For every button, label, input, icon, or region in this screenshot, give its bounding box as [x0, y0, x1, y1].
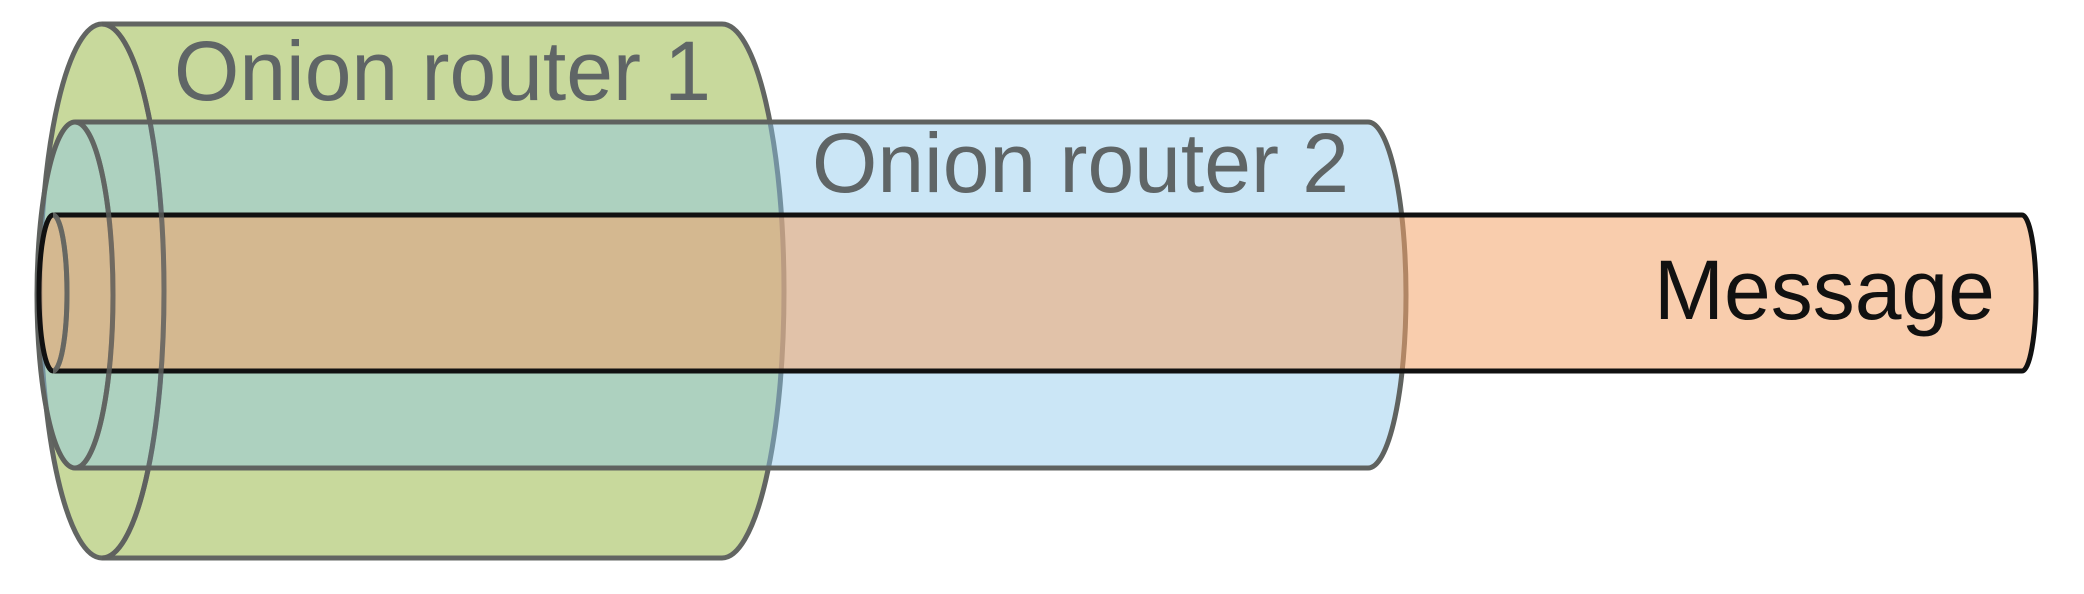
message-cylinder	[36, 212, 2039, 374]
nested-layer-outlines	[52, 21, 167, 561]
onion-router-2-label: Onion router 2	[812, 116, 1349, 210]
onion-router-1-label: Onion router 1	[174, 24, 711, 118]
message-layer: Message	[36, 212, 2039, 374]
onion-router-2-front-edge	[74, 119, 116, 471]
message-label: Message	[1654, 243, 1995, 337]
message-front-edge	[52, 212, 70, 374]
onion-router-1-front-edge	[101, 21, 167, 561]
